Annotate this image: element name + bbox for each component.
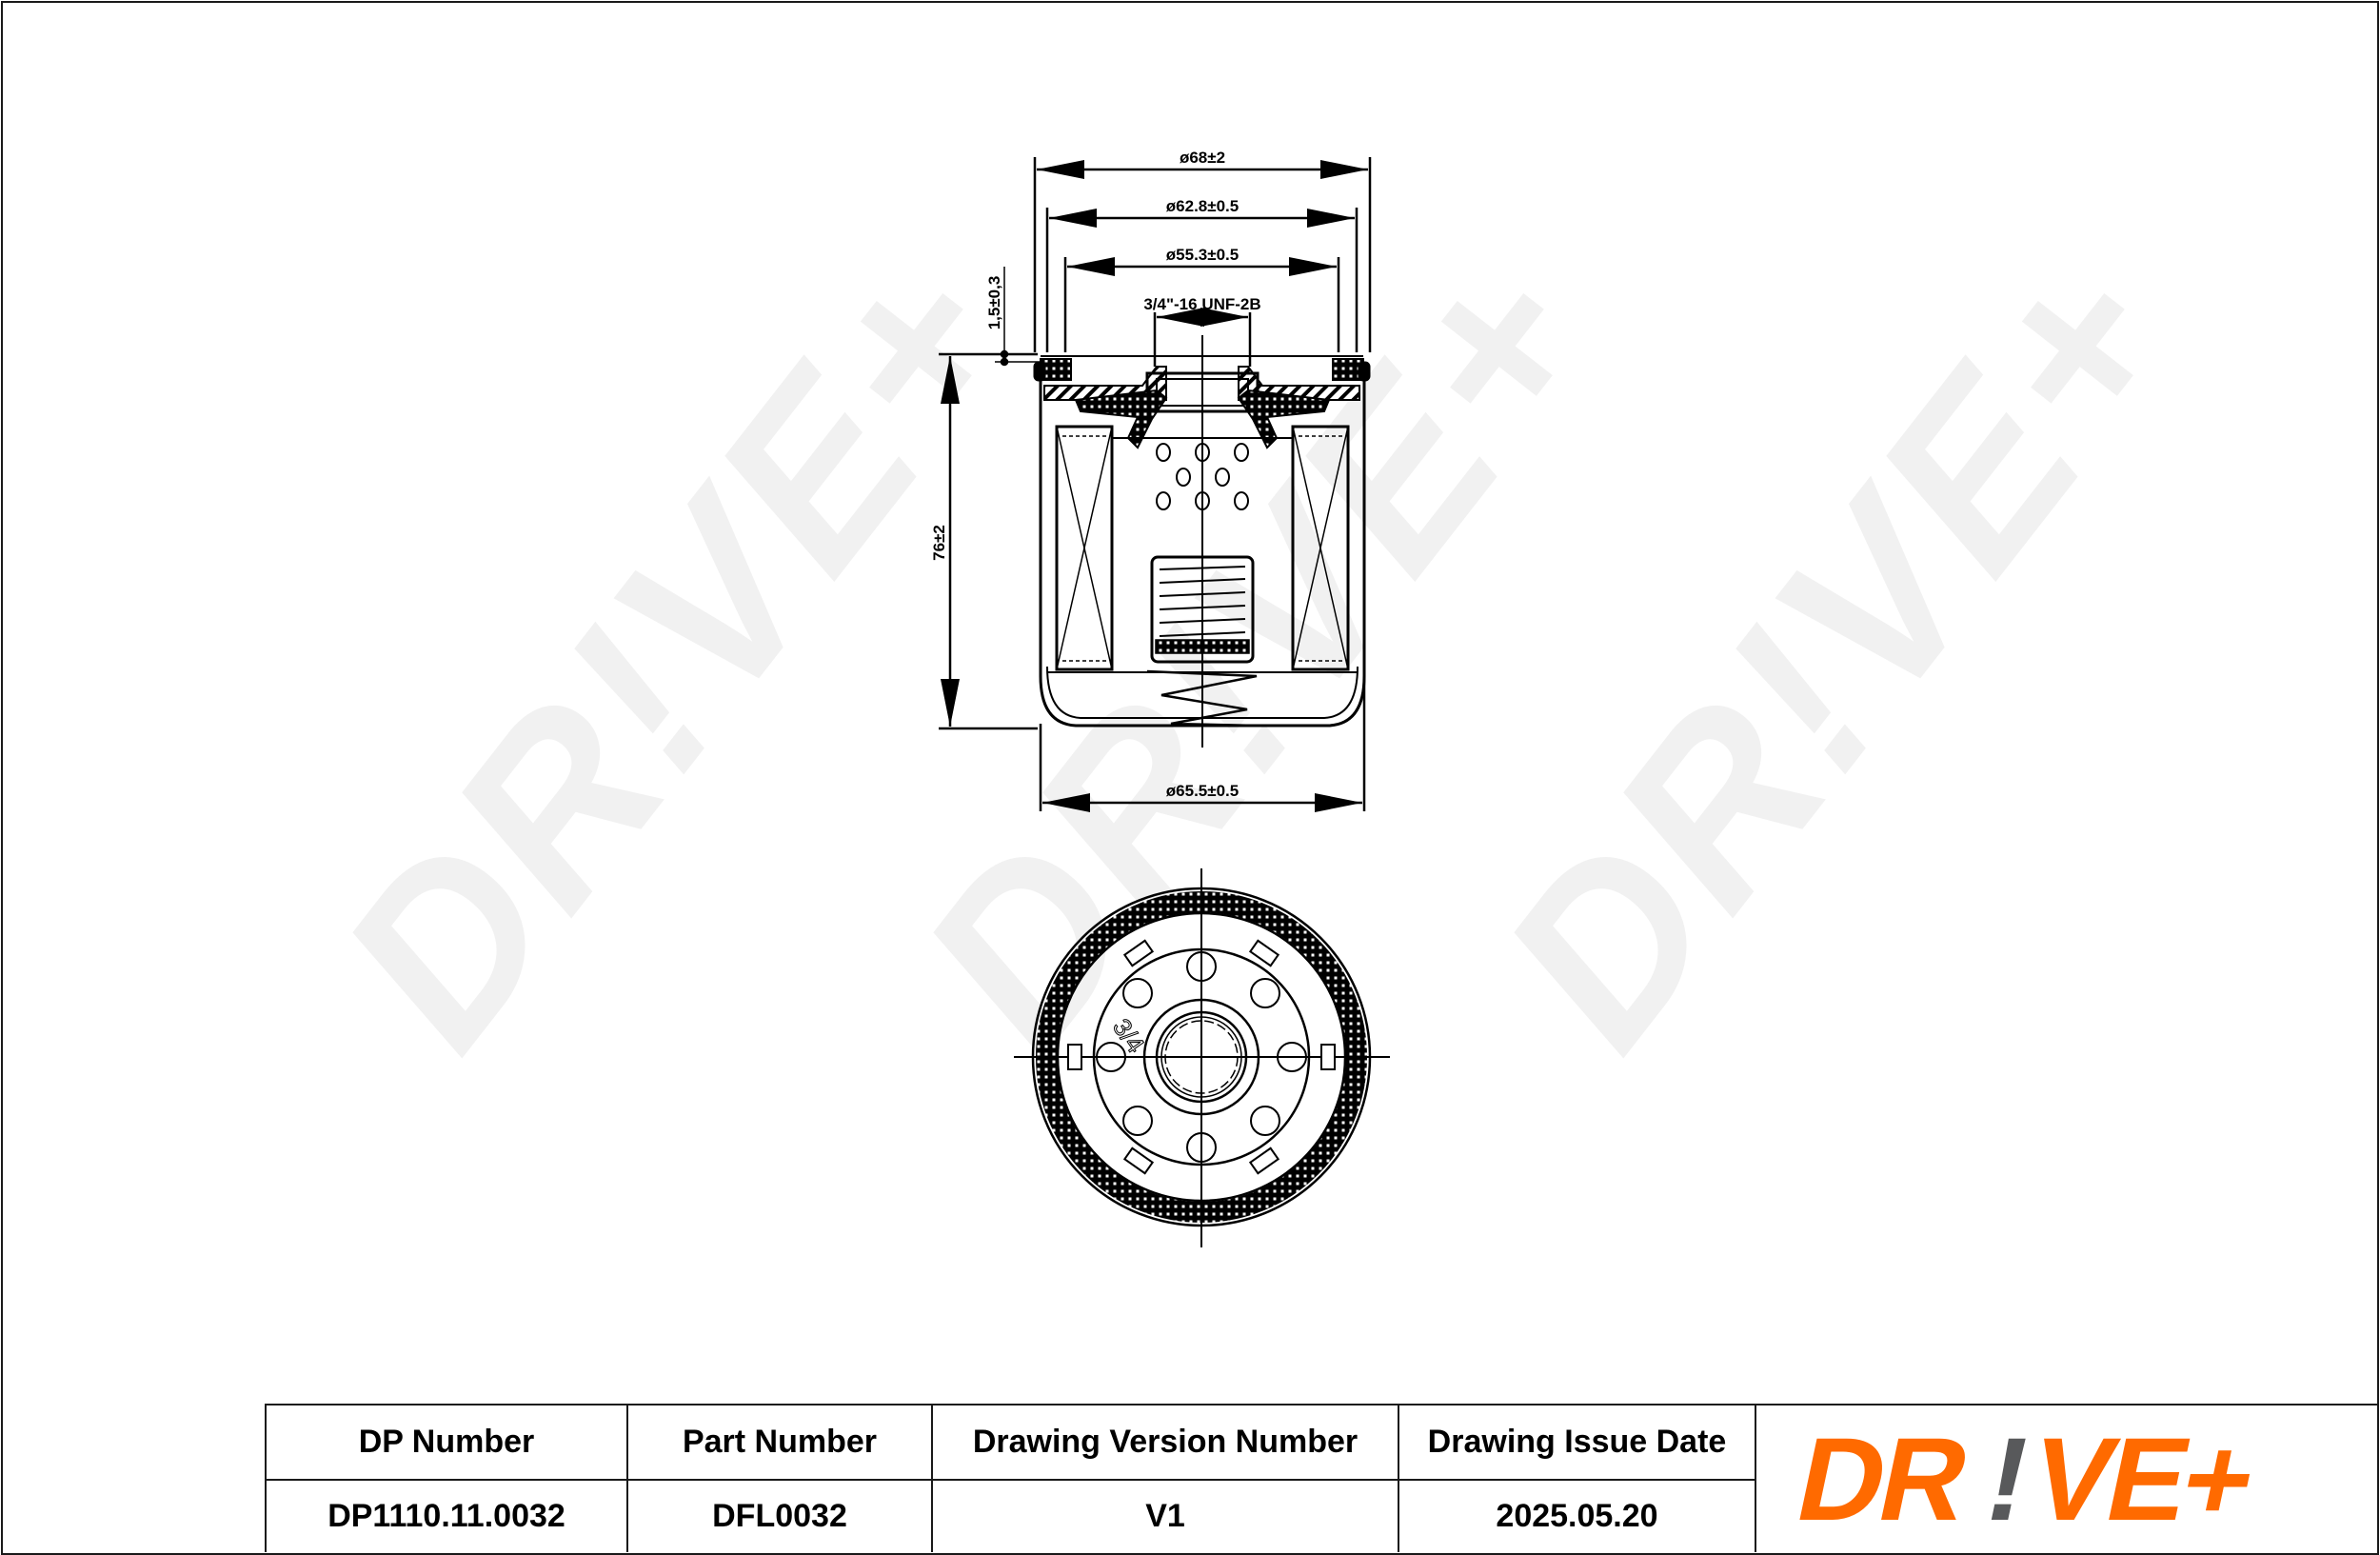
dim-gasket-outer-diameter: ø62.8±0.5	[1166, 197, 1239, 215]
part-number-value: DFL0032	[712, 1498, 847, 1534]
title-block-version: Drawing Version Number V1	[933, 1405, 1399, 1552]
dim-gasket-height: 1,5±0,3	[985, 276, 1003, 330]
side-view-filter	[1033, 335, 1371, 748]
side-view-dimension-labels: ø68±2 ø62.8±0.5 ø55.3±0.5 3/4"-16 UNF-2B…	[930, 149, 1261, 800]
title-block-part-number: Part Number DFL0032	[628, 1405, 933, 1552]
top-view-filter	[1014, 868, 1390, 1247]
dim-outer-diameter: ø68±2	[1180, 149, 1225, 167]
dim-thread: 3/4"-16 UNF-2B	[1143, 295, 1260, 313]
issue-date-value: 2025.05.20	[1496, 1498, 1658, 1534]
version-header: Drawing Version Number	[933, 1405, 1398, 1481]
logo-part-ve-plus: VE+	[2020, 1426, 2263, 1531]
side-view-dimensions	[939, 157, 1372, 812]
title-block-issue-date: Drawing Issue Date 2025.05.20	[1399, 1405, 1756, 1552]
logo-part-dr: DR	[1786, 1426, 1978, 1531]
issue-date-header: Drawing Issue Date	[1399, 1405, 1755, 1481]
brand-logo: DR ! VE+	[1756, 1405, 2380, 1552]
drive-plus-logo-icon: DR ! VE+	[1786, 1426, 2263, 1531]
dp-number-value: DP1110.11.0032	[327, 1498, 565, 1534]
dp-number-header: DP Number	[267, 1405, 626, 1481]
part-number-header: Part Number	[628, 1405, 931, 1481]
version-value: V1	[1145, 1498, 1185, 1534]
title-block: DP Number DP1110.11.0032 Part Number DFL…	[265, 1404, 2378, 1552]
dim-height: 76±2	[930, 525, 948, 561]
dim-gasket-inner-diameter: ø55.3±0.5	[1166, 246, 1239, 264]
title-block-dp-number: DP Number DP1110.11.0032	[267, 1405, 628, 1552]
dim-body-diameter: ø65.5±0.5	[1166, 782, 1239, 800]
